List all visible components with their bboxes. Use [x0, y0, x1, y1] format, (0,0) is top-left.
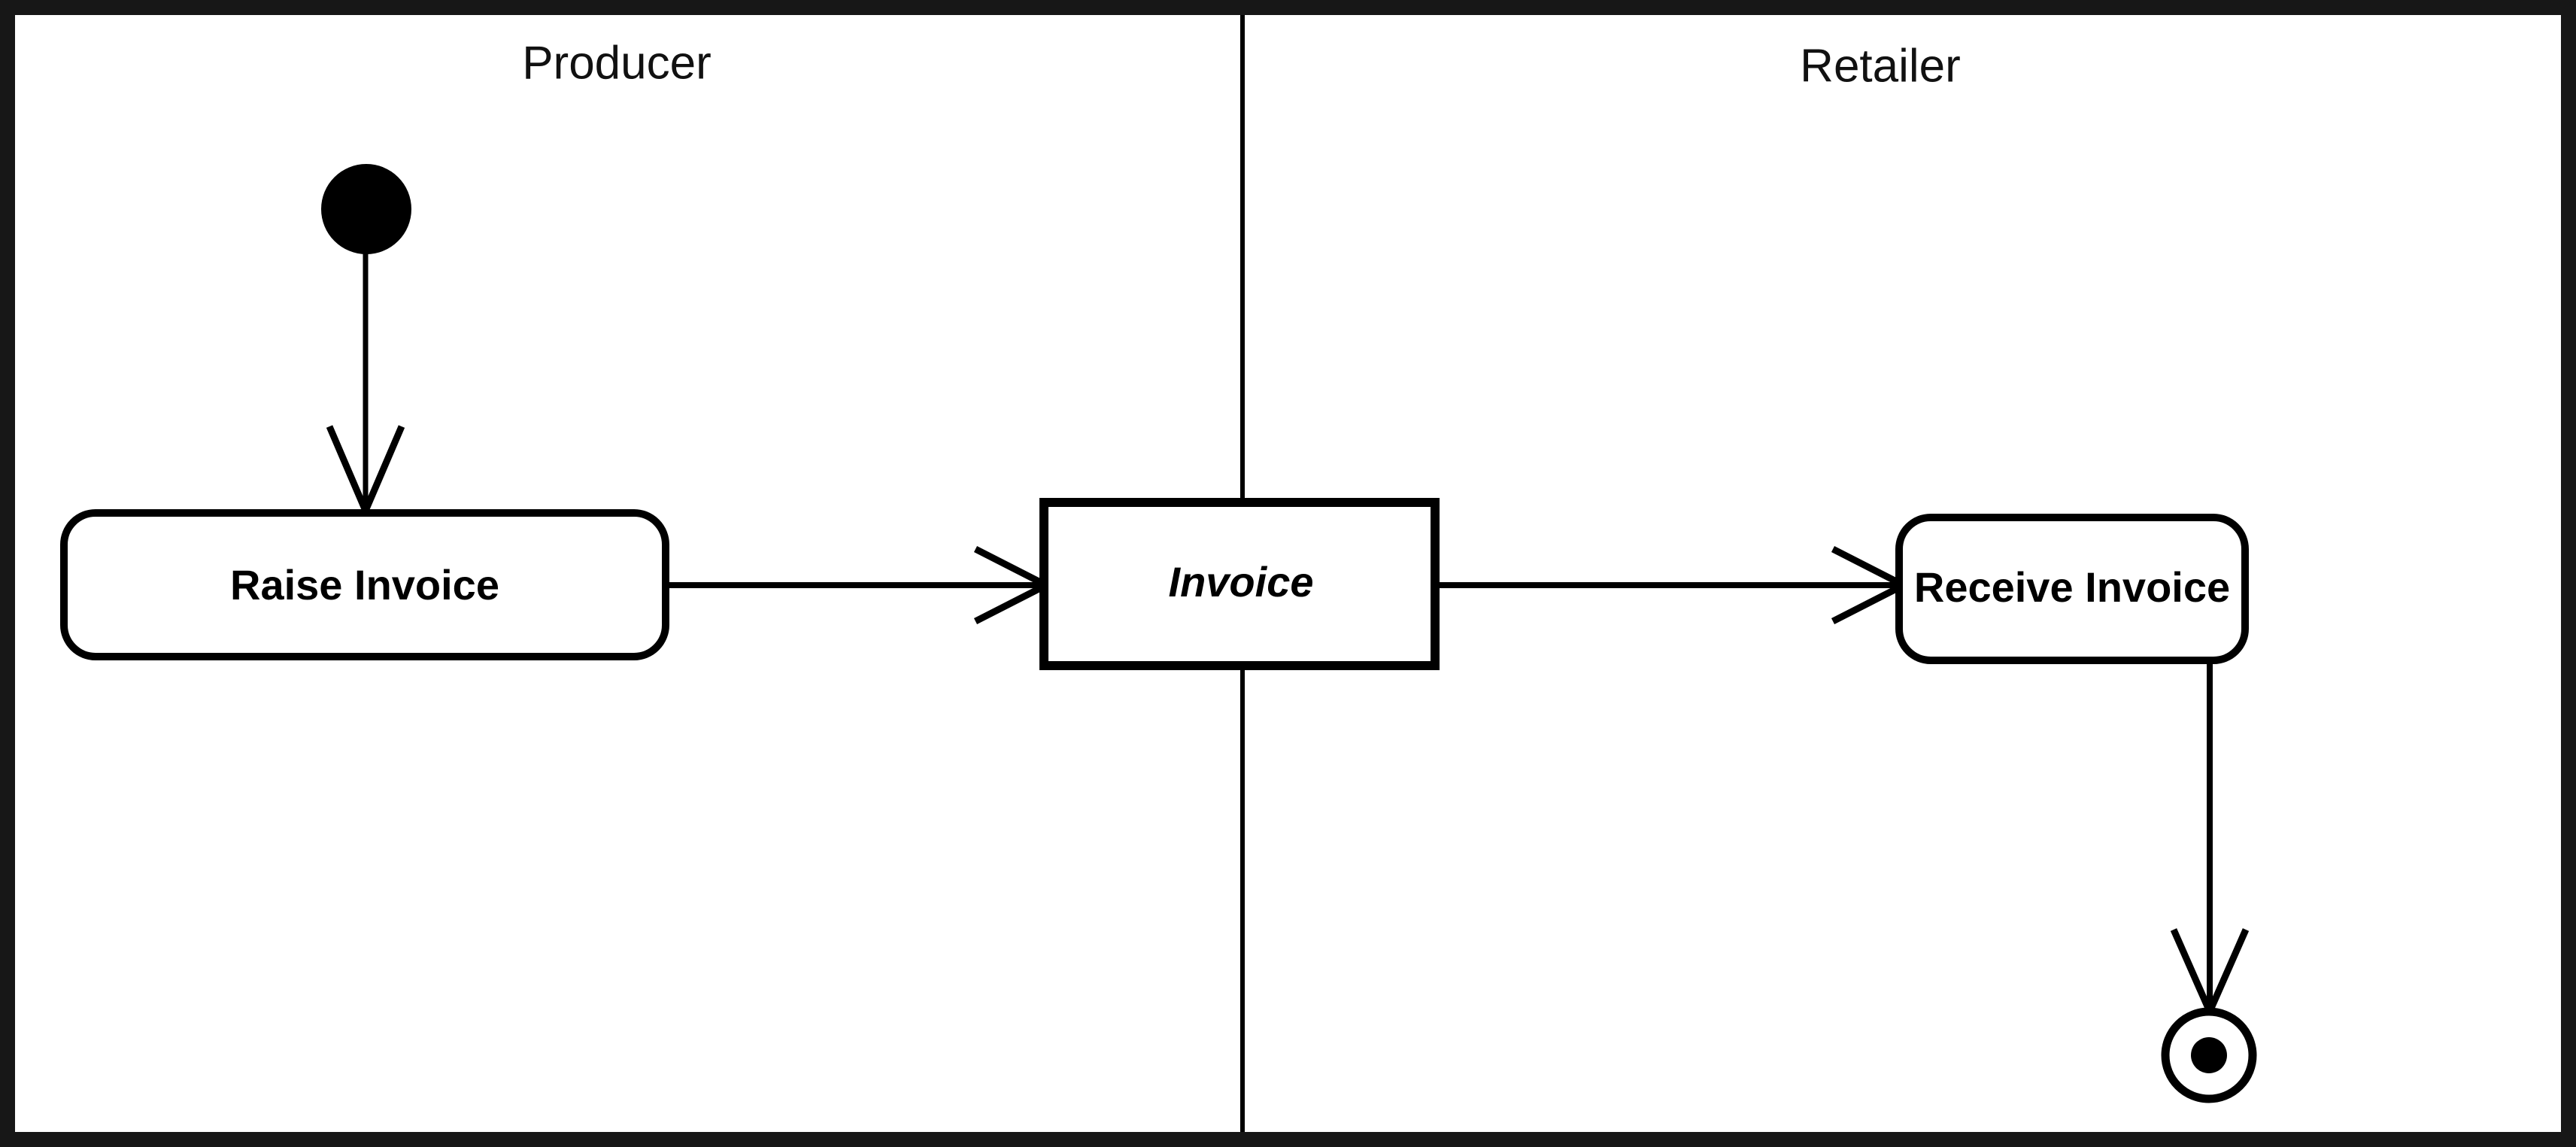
swimlane-title-producer: Producer: [522, 37, 712, 89]
swimlane-title-retailer: Retailer: [1800, 40, 1961, 92]
edge-raise-invoice-to-invoice-object[interactable]: [664, 545, 1054, 625]
edge-receive-invoice-to-final-node[interactable]: [2170, 659, 2250, 1021]
activity-label-raise-invoice: Raise Invoice: [230, 561, 499, 608]
initial-node[interactable]: [321, 164, 411, 254]
edge-invoice-object-to-receive-invoice[interactable]: [1435, 545, 1911, 625]
object-node-invoice[interactable]: Invoice: [1039, 498, 1440, 670]
activity-node-receive-invoice[interactable]: Receive Invoice: [1895, 514, 2249, 664]
edge-initial-to-raise-invoice[interactable]: [326, 248, 405, 520]
activity-shape: [1895, 514, 2249, 664]
final-node[interactable]: [2161, 1007, 2257, 1103]
activity-label-receive-invoice: Receive Invoice: [1914, 563, 2230, 611]
final-node-inner-dot: [2191, 1037, 2227, 1073]
activity-node-raise-invoice[interactable]: Raise Invoice: [60, 509, 669, 660]
object-label-invoice: Invoice: [1169, 558, 1314, 605]
